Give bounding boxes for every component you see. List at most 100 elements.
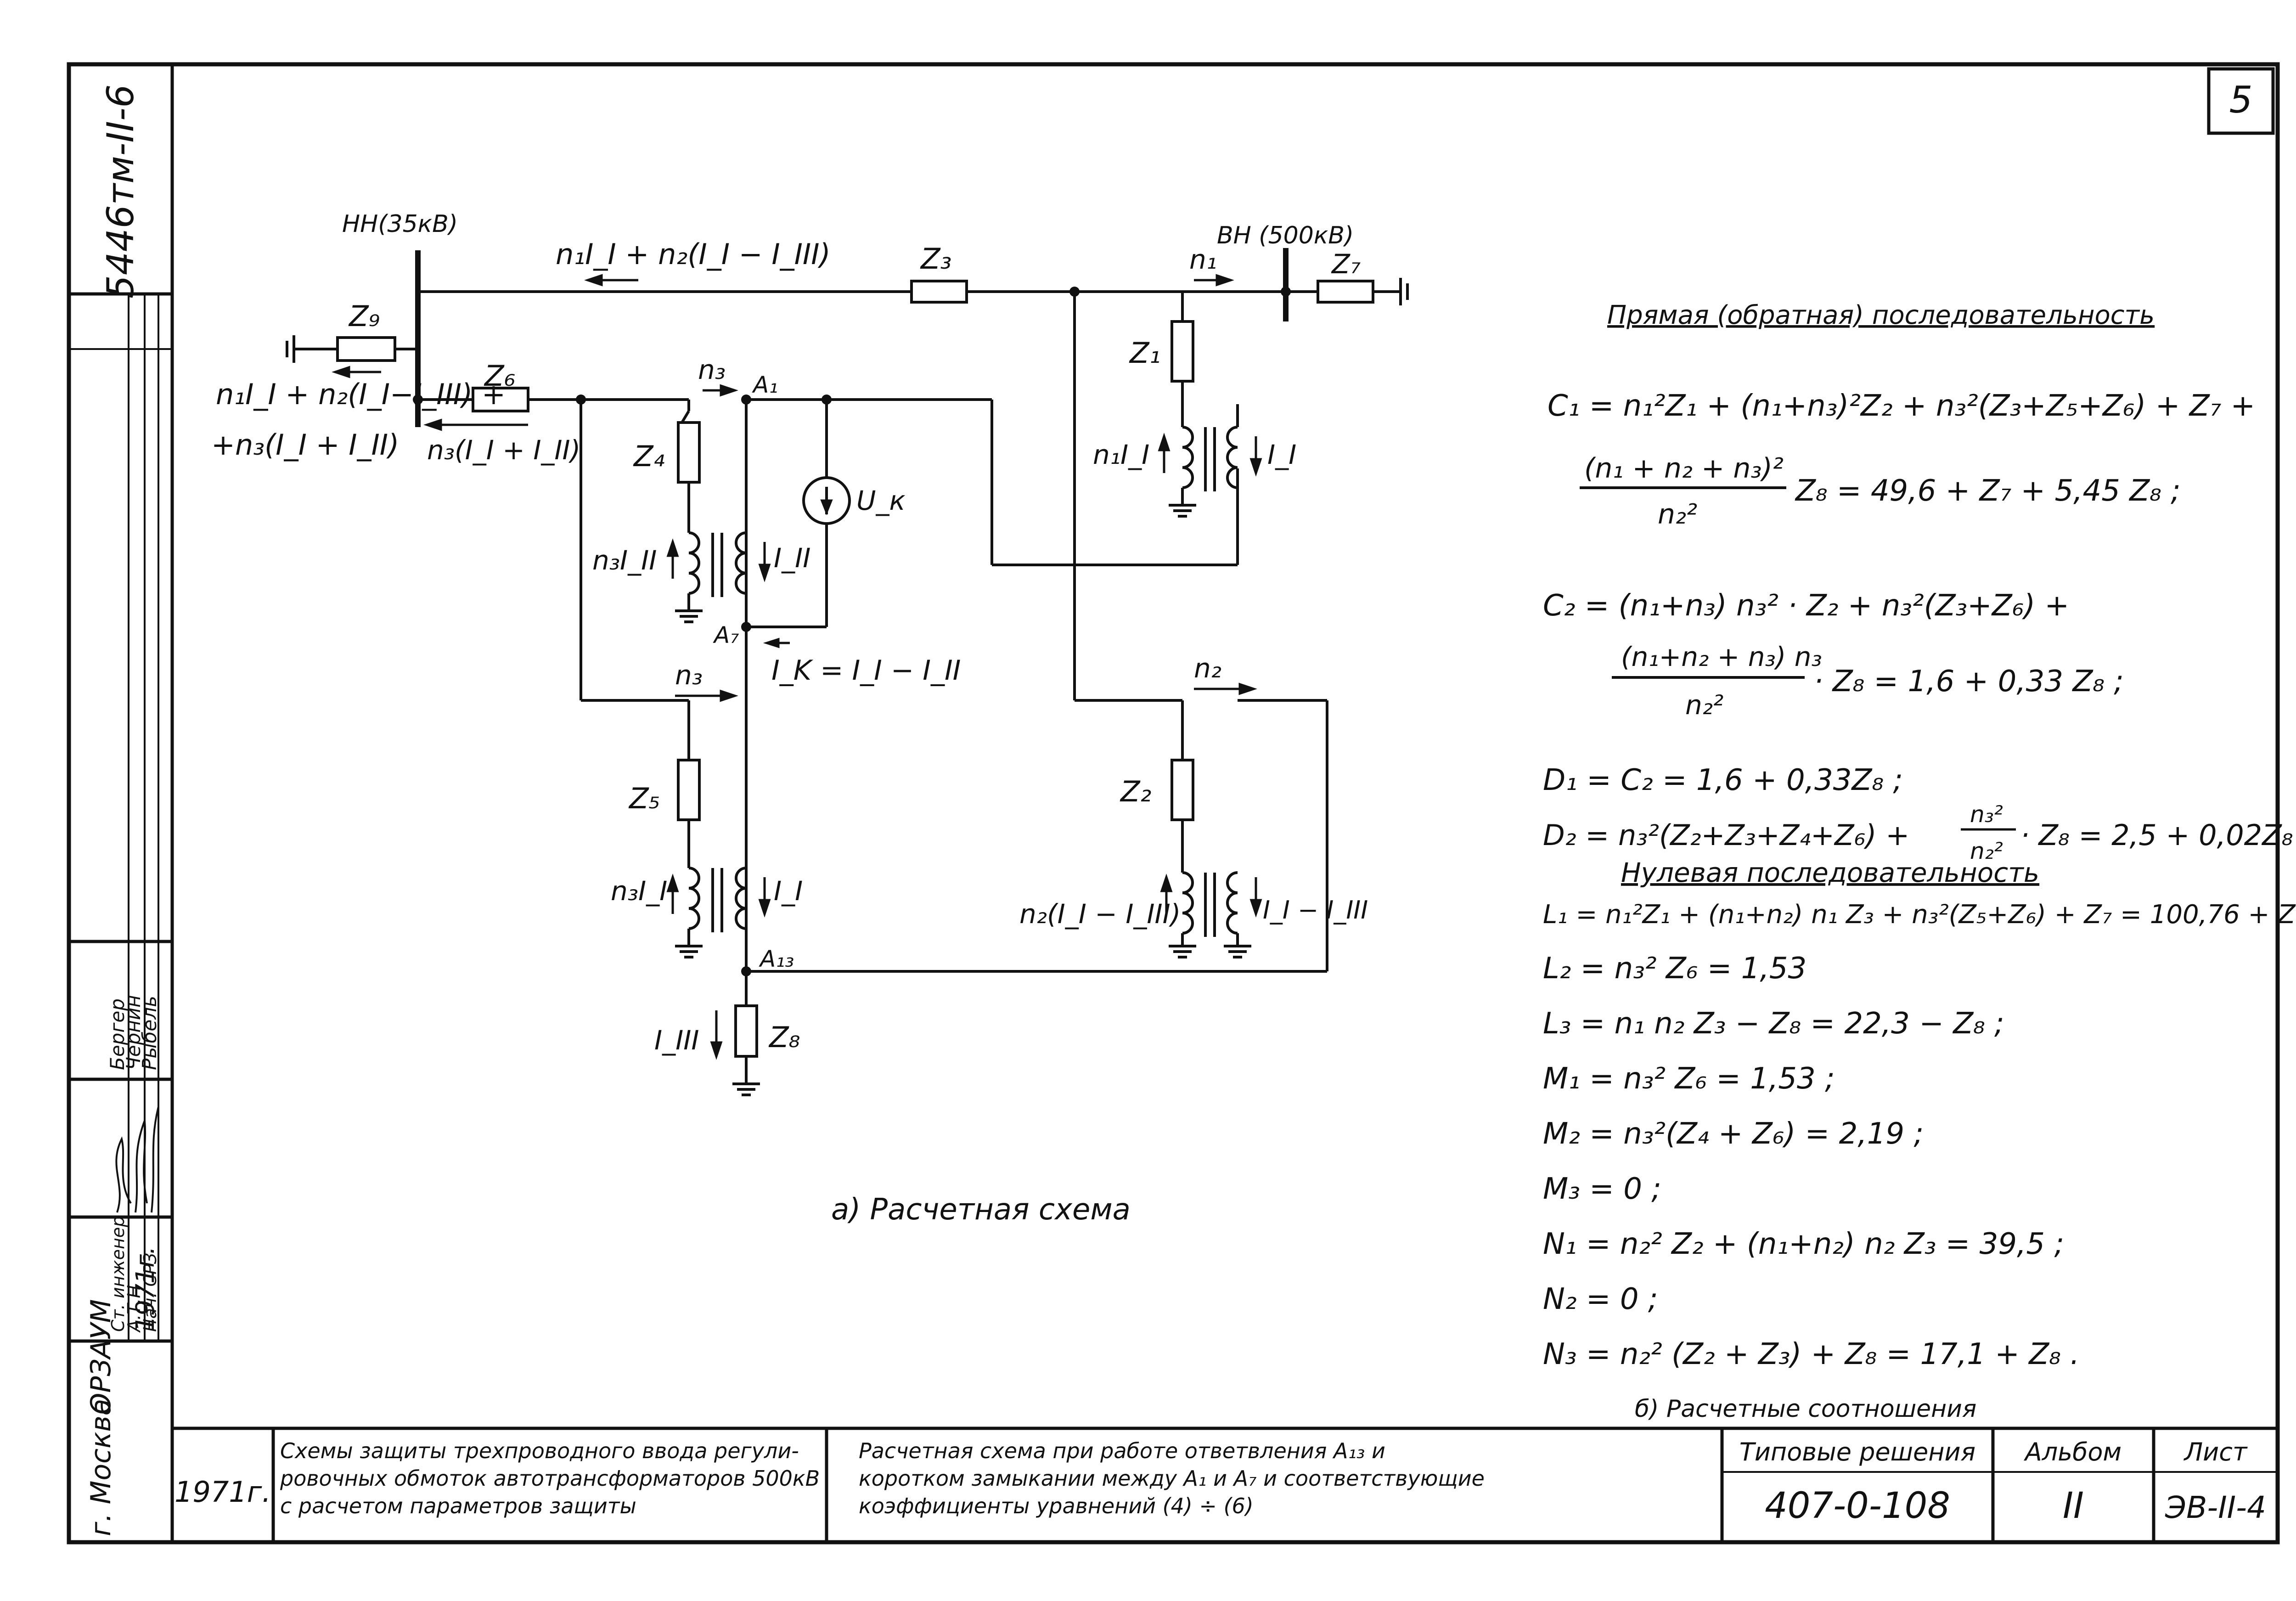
eq-d2-a: D₂ = n₃²(Z₂+Z₃+Z₄+Z₆) + <box>1543 818 1909 852</box>
tb-project-2: ровочных обмоток автотрансформаторов 500… <box>280 1466 820 1491</box>
stamp-name-2: Чернин <box>122 995 145 1070</box>
label-i2: I_II <box>774 542 810 574</box>
caption-a: а) Расчетная схема <box>831 1193 1131 1227</box>
label-z1-current: n₁I_I <box>1093 439 1149 470</box>
eq-n3: N₃ = n₂² (Z₂ + Z₃) + Z₈ = 17,1 + Z₈ . <box>1543 1337 2079 1371</box>
resistor-z4 <box>677 421 701 484</box>
tb-title-3: коэффициенты уравнений (4) ÷ (6) <box>859 1494 1254 1518</box>
label-z4-current: n₃I_II <box>592 545 657 576</box>
label-z6-current: n₃(I_I + I_II) <box>427 434 580 466</box>
eq-d2-den: n₂² <box>1970 838 2003 864</box>
eq-d2-num: n₃² <box>1970 801 2003 828</box>
label-ik: I_K = I_I − I_II <box>771 654 961 687</box>
eq-heading: Прямая (обратная) последовательность <box>1607 300 2155 330</box>
label-n1: n₁ <box>1189 244 1217 275</box>
label-z5: Z₅ <box>628 782 660 815</box>
label-z8: Z₈ <box>768 1020 800 1054</box>
windings <box>675 426 1251 1096</box>
eq-c2-num: (n₁+n₂ + n₃) n₃ <box>1621 641 1822 672</box>
tb-series-value: 407-0-108 <box>1765 1485 1950 1527</box>
stamp-year: 1971г. <box>130 1246 160 1332</box>
eq-c1-rest: Z₈ = 49,6 + Z₇ + 5,45 Z₈ ; <box>1795 474 2181 508</box>
label-bus-lv: НН(35кВ) <box>342 210 458 238</box>
stamp-name-1: Бергер <box>106 998 129 1070</box>
resistor-z1 <box>1171 320 1194 383</box>
eq-l1: L₁ = n₁²Z₁ + (n₁+n₂) n₁ Z₃ + n₃²(Z₅+Z₆) … <box>1543 900 2296 930</box>
resistor-z7 <box>1317 280 1374 304</box>
label-n2: n₂ <box>1194 653 1221 684</box>
tb-title-2: коротком замыкании между A₁ и A₇ и соотв… <box>859 1466 1485 1491</box>
label-left-current-1: n₁I_I + n₂(I_I−I_III) + <box>216 378 506 411</box>
label-node-a1: A₁ <box>752 372 778 398</box>
tb-project-3: с расчетом параметров защиты <box>280 1494 636 1518</box>
eq-m3: M₃ = 0 ; <box>1543 1172 1661 1206</box>
side-code: 5446тм-II-6 <box>99 85 142 299</box>
label-i1m3: I_I − I_III <box>1263 896 1368 925</box>
label-z2: Z₂ <box>1120 775 1151 808</box>
eq-c1-a: C₁ = n₁²Z₁ + (n₁+n₃)²Z₂ + n₃²(Z₃+Z₅+Z₆) … <box>1548 389 2255 423</box>
tb-sheet-label: Лист <box>2183 1438 2248 1466</box>
eq-d2-rest: · Z₈ = 2,5 + 0,02Z₈ ; <box>2020 818 2296 852</box>
junctions <box>413 287 1291 976</box>
eq-m1: M₁ = n₃² Z₆ = 1,53 ; <box>1543 1062 1835 1096</box>
tb-project-1: Схемы защиты трехпроводного ввода регули… <box>280 1438 799 1463</box>
tb-sheet-value: ЭВ-II-4 <box>2165 1490 2266 1525</box>
resistor-z6 <box>472 387 529 412</box>
label-z2-current: n₂(I_I − I_III) <box>1019 898 1181 930</box>
label-z4: Z₄ <box>633 440 664 473</box>
resistors <box>336 280 1374 1058</box>
label-node-a7: A₇ <box>713 622 739 648</box>
label-z7: Z₇ <box>1331 248 1361 280</box>
label-n3b: n₃ <box>675 660 703 691</box>
circuit-wires <box>286 248 1409 1084</box>
resistor-z3 <box>910 280 968 304</box>
signatures <box>115 1106 159 1213</box>
label-z1: Z₁ <box>1129 336 1160 370</box>
stamp-role-3: Нач. СРЗ <box>140 1253 160 1332</box>
frame <box>67 62 2280 1545</box>
stamp-name-3: Рыбель <box>138 996 161 1070</box>
eq-m2: M₂ = n₃²(Z₄ + Z₆) = 2,19 ; <box>1543 1117 1924 1151</box>
eq-c2-a: C₂ = (n₁+n₃) n₃² · Z₂ + n₃²(Z₃+Z₆) + <box>1543 589 2069 623</box>
label-node-a13: A₁₃ <box>759 946 794 972</box>
eq-n2: N₂ = 0 ; <box>1543 1282 1658 1316</box>
tb-year: 1971г. <box>174 1475 271 1509</box>
label-z3: Z₃ <box>920 242 951 276</box>
stamp-city: г. Москва <box>85 1398 117 1536</box>
label-i1: I_I <box>1267 439 1296 470</box>
tb-series-label: Типовые решения <box>1739 1438 1975 1466</box>
sheet-number: 5 <box>2229 79 2253 121</box>
label-i3: I_III <box>654 1025 699 1056</box>
eq-n1: N₁ = n₂² Z₂ + (n₁+n₂) n₂ Z₃ = 39,5 ; <box>1543 1227 2064 1261</box>
eq-zero-heading: Нулевая последовательность <box>1621 857 2039 888</box>
label-top-current: n₁I_I + n₂(I_I − I_III) <box>556 237 831 271</box>
caption-b: б) Расчетные соотношения <box>1635 1395 1976 1423</box>
resistor-z5 <box>677 759 701 821</box>
resistor-z2 <box>1171 759 1194 821</box>
tb-album-value: II <box>2063 1485 2084 1527</box>
resistor-z8 <box>734 1004 758 1058</box>
label-z9: Z₉ <box>348 299 380 333</box>
stamp-role-1: Ст. инженер <box>108 1216 128 1332</box>
tb-album-label: Альбом <box>2024 1438 2122 1466</box>
eq-l2: L₂ = n₃² Z₆ = 1,53 <box>1543 952 1806 986</box>
eq-c1-num: (n₁ + n₂ + n₃)² <box>1584 452 1784 485</box>
eq-c1-den: n₂² <box>1658 498 1697 530</box>
stamp-role-2: А.Т.Н <box>124 1285 144 1333</box>
eq-c2-rest: · Z₈ = 1,6 + 0,33 Z₈ ; <box>1814 665 2124 699</box>
eq-d1: D₁ = C₂ = 1,6 + 0,33Z₈ ; <box>1543 763 1903 797</box>
current-arrows <box>332 274 1262 1060</box>
label-uk: U_к <box>856 485 905 516</box>
label-z6: Z₆ <box>484 359 515 393</box>
resistor-z9 <box>336 336 396 362</box>
label-i1b: I_I <box>774 875 803 907</box>
eq-l3: L₃ = n₁ n₂ Z₃ − Z₈ = 22,3 − Z₈ ; <box>1543 1007 2004 1041</box>
stamp-org: ОРЗАУМ <box>85 1299 117 1415</box>
tb-title-1: Расчетная схема при работе ответвления A… <box>859 1438 1385 1463</box>
label-z5-current: n₃I_I <box>611 875 667 907</box>
label-left-current-2: +n₃(I_I + I_II) <box>211 428 399 462</box>
label-n3a: n₃ <box>698 354 726 385</box>
label-bus-hv: ВН (500кВ) <box>1217 222 1354 249</box>
